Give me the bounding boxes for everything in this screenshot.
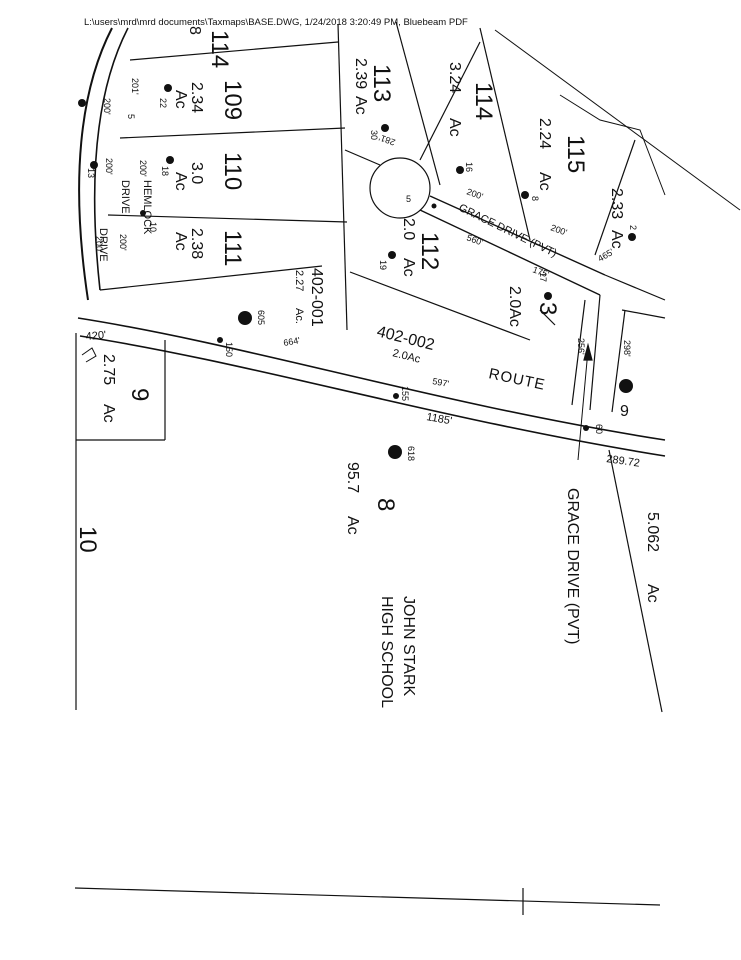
parcel-9-unit: Ac [100, 404, 117, 423]
parcel-8-unit: Ac [344, 516, 361, 535]
parcel-402-001-number: 402-001 [308, 268, 325, 327]
dim-465: 465' [596, 247, 616, 264]
dim-664: 664' [283, 335, 301, 348]
parcel-114-unit: Ac [446, 118, 463, 137]
dim-420: 420' [85, 329, 106, 343]
road-labels: ROUTE GRACE DRIVE (PVT) GRACE DRIVE (PVT… [97, 180, 581, 644]
dim-13: 13 [86, 168, 96, 178]
grace-drive-vertical-label: GRACE DRIVE (PVT) [564, 488, 581, 644]
parcel-113-number: 113 [368, 64, 395, 102]
parcel-3-area: 2.0Ac [506, 286, 523, 327]
parcel-110-house: 18 [160, 166, 170, 176]
parcel-8-area: 95.7 [344, 462, 361, 493]
parcel-112-house: 19 [378, 260, 388, 270]
dim-281: 281' [377, 132, 396, 147]
parcel-112-number: 112 [416, 232, 443, 270]
school-line-2: HIGH SCHOOL [378, 596, 395, 708]
school-line-1: JOHN STARK [400, 596, 417, 696]
dim-256: 256' [576, 338, 586, 355]
parcel-8-number: 8 [372, 498, 399, 511]
parcel-110-area: 3.0 [188, 162, 205, 184]
route-label: ROUTE [487, 365, 547, 394]
parcel-10-number: 10 [74, 526, 101, 553]
parcel-9-area: 2.75 [100, 354, 117, 385]
dim-1185: 1185' [425, 411, 452, 427]
parcel-112-unit: Ac [400, 258, 417, 277]
dim-200-b: 200' [104, 158, 114, 175]
parcel-110-unit: Ac [172, 172, 189, 191]
dimension-labels: 201' 200' 5 200' 13 200' 200' 200' 281' … [85, 78, 640, 470]
dim-5-a: 5 [126, 114, 136, 119]
dim-200-d: 200' [118, 234, 128, 251]
parcel-9-number: 9 [126, 388, 153, 401]
parcel-114-house: 16 [464, 162, 474, 172]
parcel-113-house: 30 [369, 130, 379, 140]
parcel-5062-area: 5.062 [644, 512, 661, 552]
parcel-3-house: 17 [538, 272, 548, 282]
hemlock-drive-label: DRIVE [119, 180, 131, 214]
parcel-8-top: 114 [206, 30, 233, 68]
file-path-header: L:\users\mrd\mrd documents\Taxmaps\BASE.… [84, 17, 468, 28]
parcel-233-unit: Ac [608, 230, 625, 249]
parcel-233-area: 2.33 [608, 188, 625, 219]
hemlock-label: HEMLOCK [141, 180, 153, 235]
parcel-111-unit: Ac [172, 232, 189, 251]
parcel-boundaries [74, 21, 741, 915]
parcel-233-house: 2 [628, 225, 638, 230]
parcel-8-house: 618 [406, 446, 416, 461]
parcel-114-area: 3.24 [446, 62, 463, 93]
parcel-111-area: 2.38 [188, 228, 205, 259]
parcel-109-number: 109 [219, 80, 246, 120]
parcel-115-area: 2.24 [536, 118, 553, 149]
parcel-402-001-area: 2.27 [293, 270, 305, 291]
parcel-111-number: 111 [219, 230, 246, 266]
dim-201: 201' [130, 78, 140, 95]
parcel-109-house: 22 [158, 98, 168, 108]
parcel-5062-unit: Ac [644, 584, 661, 603]
parcel-402-001-unit: Ac. [293, 308, 305, 324]
dim-560: 560' [465, 232, 484, 247]
dim-200-e: 200' [94, 236, 104, 253]
dim-200-c: 200' [138, 160, 148, 177]
parcel-115-number: 115 [562, 135, 589, 173]
school-label: JOHN STARK HIGH SCHOOL [378, 596, 417, 708]
parcel-113-area: 2.39 [352, 58, 369, 89]
house-markers [78, 84, 636, 459]
parcel-labels: 114 8 109 2.34 Ac 22 110 3.0 Ac 18 111 2… [74, 26, 661, 603]
parcel-109-area: 2.34 [188, 82, 205, 113]
parcel-110-number: 110 [219, 152, 246, 190]
dim-597: 597' [432, 376, 450, 389]
dim-5-b: 5 [406, 194, 411, 204]
parcel-114-27-number: 9 [620, 403, 629, 420]
parcel-115-house: 8 [530, 196, 540, 201]
parcel-3-number: 3 [534, 302, 561, 315]
parcel-402-001-house: 605 [256, 310, 266, 325]
dim-298: 298' [622, 340, 632, 357]
dim-200-f: 200' [465, 186, 484, 201]
parcel-112-area: 2.0 [400, 218, 417, 240]
parcel-9-top: 8 [186, 26, 203, 35]
dim-28972: 289.72 [606, 453, 641, 470]
parcel-113-unit: Ac [352, 96, 369, 115]
parcel-114-number: 114 [470, 82, 497, 120]
dim-60: 60 [594, 424, 604, 434]
parcel-115-unit: Ac [536, 172, 553, 191]
dim-150: 150 [224, 342, 234, 357]
dim-200-g: 200' [549, 222, 568, 237]
dim-155: 155 [400, 386, 410, 401]
parcel-111-house: 10 [148, 222, 158, 232]
hemlock-drive-label-2: DRIVE [97, 228, 109, 262]
parcel-109-unit: Ac [172, 90, 189, 109]
dim-200-a: 200' [102, 98, 112, 115]
